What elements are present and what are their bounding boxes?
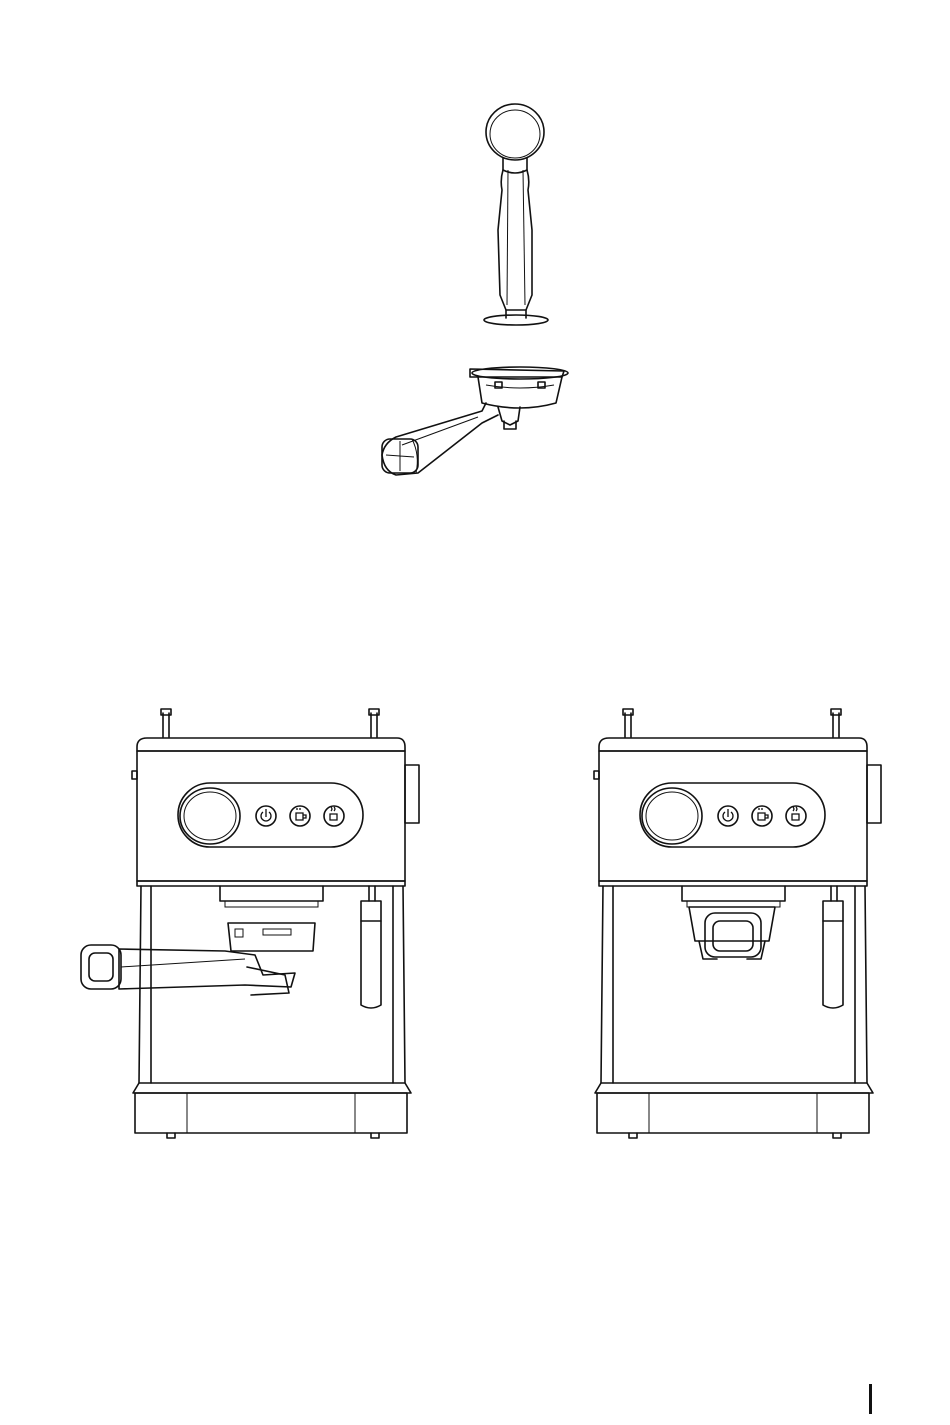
cup-icon [758,808,768,820]
cup-icon [296,808,306,820]
machine-locked-illustration [537,705,887,1140]
power-icon [261,809,271,821]
portafilter-icon [378,355,573,485]
machine-inserting-illustration [75,705,425,1140]
page-edge-marker [869,1384,872,1414]
steam-icon [330,807,337,820]
espresso-machine-icon [75,705,425,1140]
steam-button[interactable] [324,806,344,826]
steam-button[interactable] [786,806,806,826]
espresso-machine-icon [537,705,887,1140]
portafilter-illustration [378,355,573,485]
tamper-icon [470,100,560,332]
steam-icon [792,807,799,820]
tamper-illustration [470,100,560,332]
power-icon [723,809,733,821]
